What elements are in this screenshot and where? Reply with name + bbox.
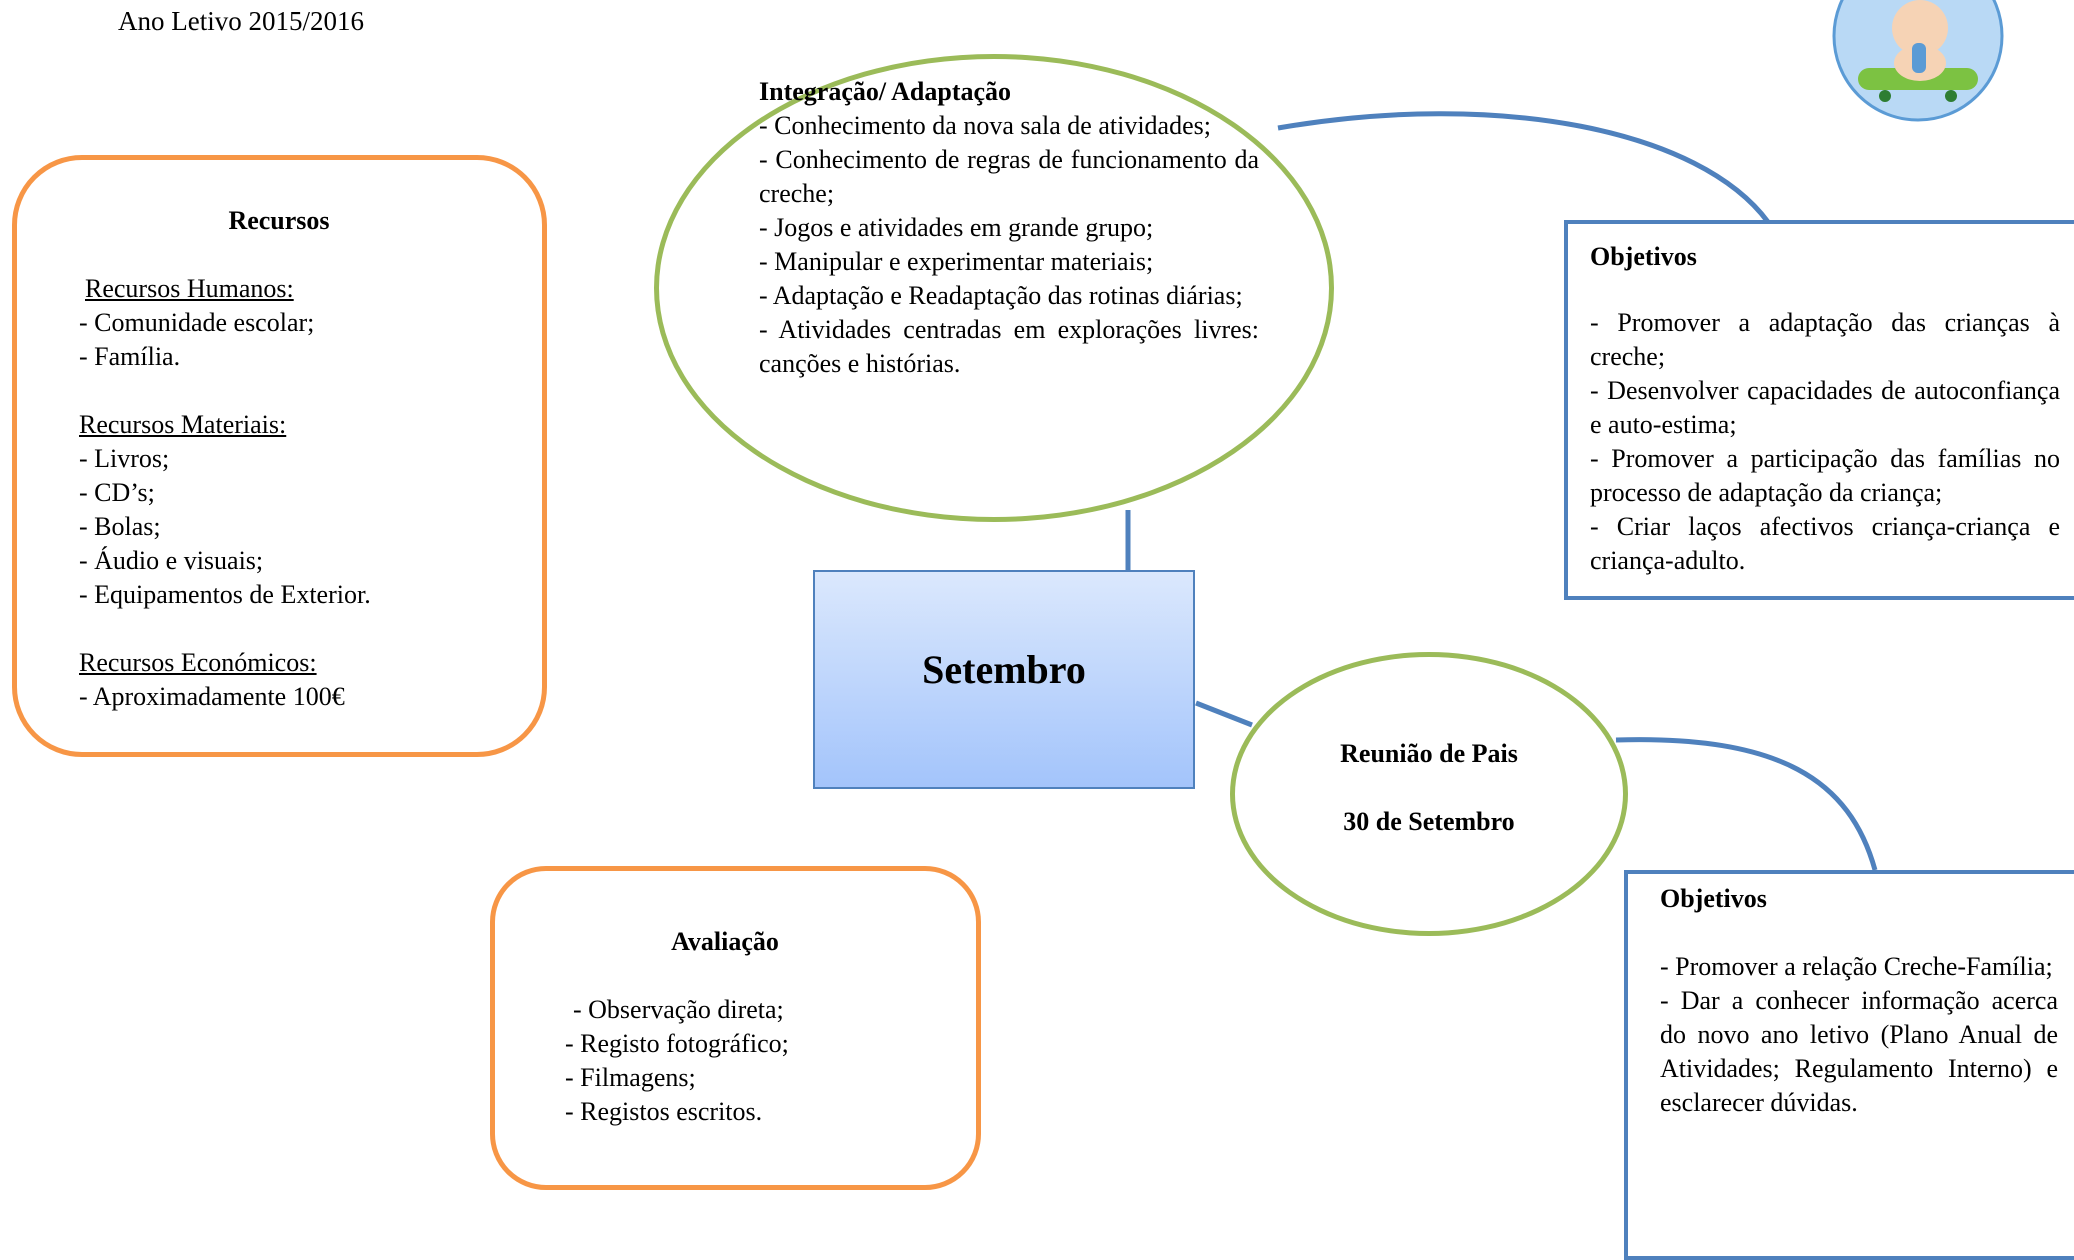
objective-item: - Promover a relação Creche-Família; (1660, 952, 2053, 981)
evaluation-item: - Observação direta; (573, 995, 784, 1024)
school-year: Ano Letivo 2015/2016 (118, 6, 364, 36)
evaluation-item: - Registos escritos. (565, 1097, 763, 1126)
objective-item: - Promover a participação das famílias n… (1590, 444, 2060, 507)
evaluation-item: - Registo fotográfico; (565, 1029, 789, 1058)
resources-box: Recursos Recursos Humanos: - Comunidade … (12, 155, 547, 757)
integration-item: - Conhecimento da nova sala de atividade… (759, 111, 1211, 140)
objectives-top-box: Objetivos - Promover a adaptação das cri… (1564, 220, 2074, 600)
evaluation-box: Avaliação - Observação direta; - Registo… (490, 866, 981, 1190)
integration-item: - Atividades centradas em explorações li… (759, 315, 1259, 378)
connector-meeting-objectives (1615, 737, 1878, 871)
resource-item: - Bolas; (79, 512, 161, 541)
integration-item: - Conhecimento de regras de funcionament… (759, 145, 1259, 208)
economic-resources-heading: Recursos Económicos: (79, 648, 317, 677)
integration-ellipse: Integração/ Adaptação - Conhecimento da … (654, 54, 1334, 522)
center-month-label: Setembro (922, 646, 1086, 692)
center-month-box: Setembro (813, 570, 1195, 789)
evaluation-content: Avaliação - Observação direta; - Registo… (565, 925, 945, 1129)
objective-item: - Desenvolver capacidades de autoconfian… (1590, 376, 2060, 439)
connector-integration-objectives (1277, 111, 1771, 224)
objectives-bottom-box: Objetivos - Promover a relação Creche-Fa… (1624, 870, 2074, 1260)
integration-item: - Adaptação e Readaptação das rotinas di… (759, 281, 1243, 310)
connector-center-meeting (1195, 700, 1253, 728)
objectives-bottom-title: Objetivos (1660, 884, 1767, 913)
meeting-date: 30 de Setembro (1343, 807, 1515, 836)
resource-item: - Comunidade escolar; (79, 308, 315, 337)
resource-item: - Aproximadamente 100€ (79, 682, 345, 711)
resource-item: - Equipamentos de Exterior. (79, 580, 371, 609)
meeting-ellipse: Reunião de Pais 30 de Setembro (1230, 652, 1628, 936)
objective-item: - Promover a adaptação das crianças à cr… (1590, 308, 2060, 371)
objective-item: - Dar a conhecer informação acerca do no… (1660, 986, 2058, 1117)
objective-item: - Criar laços afectivos criança-criança … (1590, 512, 2060, 575)
resource-item: - Família. (79, 342, 181, 371)
integration-content: Integração/ Adaptação - Conhecimento da … (759, 75, 1259, 381)
meeting-content: Reunião de Pais 30 de Setembro (1235, 737, 1623, 839)
baby-logo-icon (1832, 0, 2004, 122)
resources-content: Recursos Recursos Humanos: - Comunidade … (79, 204, 519, 714)
resource-item: - Áudio e visuais; (79, 546, 264, 575)
evaluation-title: Avaliação (671, 927, 779, 956)
integration-title: Integração/ Adaptação (759, 77, 1012, 106)
objectives-bottom-content: Objetivos - Promover a relação Creche-Fa… (1660, 882, 2058, 1120)
evaluation-item: - Filmagens; (565, 1063, 696, 1092)
resources-title: Recursos (228, 206, 330, 235)
resource-item: - CD’s; (79, 478, 155, 507)
objectives-top-content: Objetivos - Promover a adaptação das cri… (1590, 240, 2060, 578)
integration-item: - Jogos e atividades em grande grupo; (759, 213, 1154, 242)
objectives-top-title: Objetivos (1590, 242, 1697, 271)
meeting-title: Reunião de Pais (1340, 739, 1518, 768)
integration-item: - Manipular e experimentar materiais; (759, 247, 1154, 276)
material-resources-heading: Recursos Materiais: (79, 410, 287, 439)
resource-item: - Livros; (79, 444, 170, 473)
human-resources-heading: Recursos Humanos: (85, 274, 294, 303)
